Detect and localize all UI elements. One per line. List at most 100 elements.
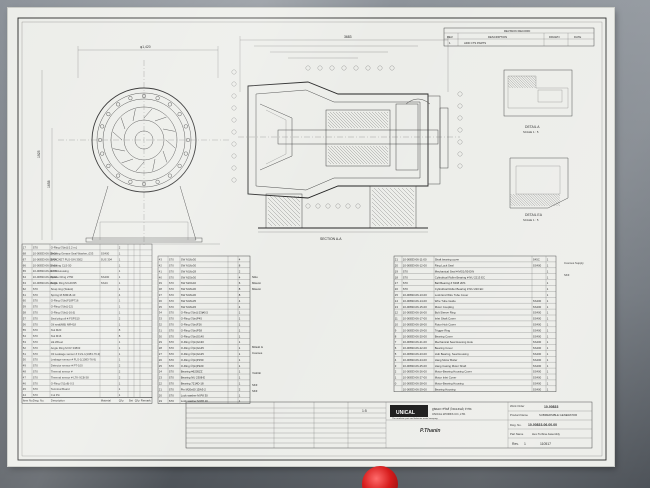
bom-left-cell: F.T.M-Housing bbox=[51, 269, 69, 273]
hatch-line bbox=[409, 187, 415, 193]
bom-left-cell: 46 bbox=[23, 381, 27, 385]
bom-mid-cell: S70 bbox=[169, 370, 174, 374]
hatch-line bbox=[380, 111, 389, 120]
bom-mid-cell: O-Ring ∅(in)[-23]#0.5 bbox=[181, 311, 209, 315]
bom-left-cell: S70 bbox=[33, 364, 38, 368]
balloon bbox=[231, 165, 237, 171]
hatch-line bbox=[332, 111, 350, 129]
bom-mid-cell: 1 bbox=[239, 399, 241, 403]
bom-right-cell: Mechanical Seal # MG1/95-DIN bbox=[435, 269, 474, 273]
bom-mid-cell: 1 bbox=[239, 340, 241, 344]
hatch-line bbox=[327, 118, 338, 129]
bom-right-cell: 1 bbox=[547, 317, 549, 321]
hatch-line bbox=[327, 121, 335, 129]
bom-mid-cell: 39 bbox=[159, 281, 163, 285]
bom-mid-cell: 2 bbox=[239, 269, 241, 273]
hatch-line bbox=[351, 145, 371, 165]
bom-right-cell: SS400 bbox=[533, 311, 542, 315]
hatch-line bbox=[528, 75, 537, 84]
blade bbox=[152, 159, 156, 171]
bom-left-cell: SUS 304 bbox=[101, 257, 113, 261]
bom-right-cell: 10-00833-06-15-00 bbox=[403, 305, 427, 309]
bom-right-cell: S70 bbox=[403, 287, 408, 291]
bom-left-cell: 1 bbox=[119, 311, 121, 315]
bom-right-cell: 1 bbox=[547, 287, 549, 291]
hatch-line bbox=[547, 193, 561, 207]
hatch-line bbox=[389, 187, 415, 213]
balloon bbox=[231, 117, 237, 123]
bom-left-cell: 10-00833-06-21-00 bbox=[33, 257, 57, 261]
bom-left-cell: 1 bbox=[119, 346, 121, 350]
blade bbox=[163, 128, 175, 132]
bom-right-cell: SS400 bbox=[533, 328, 542, 332]
bom-right-cell: 10-00833-06-29-00 bbox=[403, 387, 427, 391]
hatch-line bbox=[371, 221, 377, 227]
bom-right-cell: SS400 bbox=[533, 382, 542, 386]
hatch-line bbox=[510, 75, 524, 89]
bom-right-cell: 1 bbox=[547, 281, 549, 285]
bom-left-cell: 58 bbox=[23, 311, 27, 315]
bom-left-cell: 4 bbox=[119, 293, 121, 297]
hatch-line bbox=[354, 145, 374, 165]
svg-text:REV.: REV. bbox=[447, 35, 453, 39]
bom-right-cell: 1 bbox=[547, 311, 549, 315]
hatch-line bbox=[385, 187, 415, 217]
bom-right-cell: 4 bbox=[395, 358, 397, 362]
balloon bbox=[457, 163, 463, 169]
bom-left-cell: Hk.Wheel bbox=[51, 340, 64, 344]
bom-mid-cell: 1 bbox=[239, 311, 241, 315]
drawing-border bbox=[17, 17, 607, 461]
bom-left-cell: 10-00833-06-23-00 bbox=[33, 269, 57, 273]
bom-right-cell: 1 bbox=[547, 323, 549, 327]
bom-right-cell: 13 bbox=[395, 305, 399, 309]
detail-a-hatching bbox=[507, 75, 537, 89]
balloon bbox=[325, 203, 331, 209]
bom-left-cell: S70 bbox=[33, 293, 38, 297]
bom-mid-cell: SW M16x35 bbox=[181, 299, 197, 303]
balloon bbox=[231, 93, 237, 99]
bom-mid-cell: S70 bbox=[169, 281, 174, 285]
bom-mid-cell: SW M16x30 bbox=[181, 287, 197, 291]
hatch-line bbox=[386, 111, 389, 114]
hatch-line bbox=[515, 75, 529, 89]
bolt-hole bbox=[155, 96, 160, 101]
hatch-line bbox=[330, 145, 350, 165]
bom-right-cell: S45C bbox=[533, 258, 540, 262]
bom-mid-cell: SW M16x30 bbox=[181, 293, 197, 297]
hatch-line bbox=[527, 193, 541, 207]
bom-left-cell: Oil seal(MB) MR418 bbox=[51, 322, 77, 326]
bom-left-cell: SS400 bbox=[101, 252, 110, 256]
hatch-line bbox=[293, 195, 301, 203]
bom-footer-header: Material bbox=[101, 399, 111, 403]
balloon bbox=[317, 65, 323, 71]
hatch-line bbox=[520, 193, 533, 207]
bom-right-cell: 10-00833-06-28-00 bbox=[403, 382, 427, 386]
bom-left-cell: 2 bbox=[119, 370, 121, 374]
hatch-line bbox=[371, 197, 401, 227]
blade bbox=[135, 161, 145, 172]
hatch-line bbox=[375, 145, 389, 159]
hatch-line bbox=[374, 111, 389, 126]
bom-left-cell: 1 bbox=[119, 305, 121, 309]
hatch-line bbox=[535, 193, 548, 207]
bom-right-cell: 8 bbox=[395, 334, 397, 338]
bom-mid-cell: S70 bbox=[169, 376, 174, 380]
hatch-line bbox=[540, 193, 553, 207]
balloon bbox=[231, 177, 237, 183]
bom-left-cell: Spacer Ring 2750 bbox=[51, 275, 74, 279]
dwg-no-value: 10-00833-06-00-00 bbox=[528, 423, 557, 427]
bom-right-cell: 1 bbox=[547, 376, 549, 380]
hatch-line bbox=[525, 75, 537, 87]
inner-border bbox=[21, 21, 603, 457]
bom-left-cell: Thermal sensor # LTK-9CB-38 bbox=[51, 375, 89, 379]
bom-left-cell: Bearing Grease Seal Washer_033 bbox=[51, 252, 94, 256]
bom-left-cell: S70 bbox=[33, 358, 38, 362]
hatch-line bbox=[381, 187, 415, 221]
hatch-line bbox=[533, 75, 537, 79]
bom-mid-cell: 37 bbox=[159, 293, 163, 297]
detail-ea-label: DETAIL EA bbox=[525, 213, 543, 217]
hatch-line bbox=[371, 213, 385, 227]
bom-mid-cell: 8 bbox=[239, 293, 241, 297]
hatch-line bbox=[530, 193, 543, 207]
bom-left-cell: 65 bbox=[23, 269, 27, 273]
